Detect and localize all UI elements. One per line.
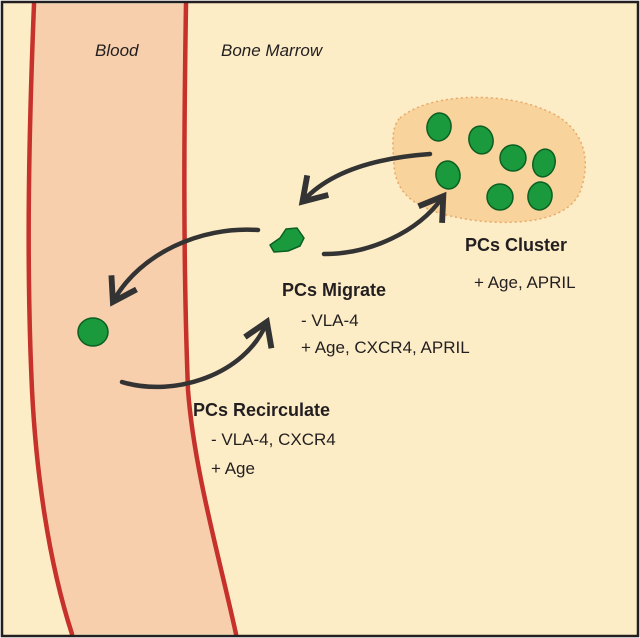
stage-factor-cluster: + Age, APRIL xyxy=(474,273,576,292)
plasma-cell xyxy=(426,112,452,142)
vessel-wall-left xyxy=(26,1,75,637)
arrow-migrate-to-cluster xyxy=(321,191,447,257)
stage-heading-migrate: PCs Migrate xyxy=(282,280,386,300)
plasma-cell xyxy=(486,183,514,211)
vessel-wall-right xyxy=(182,1,239,637)
plasma-cell xyxy=(468,125,494,155)
plasma-cell xyxy=(499,144,527,172)
plasma-cell xyxy=(532,148,556,178)
stage-factor-migrate: - VLA-4 xyxy=(301,311,359,330)
stage-factor-migrate: + Age, CXCR4, APRIL xyxy=(301,338,470,357)
stage-heading-cluster: PCs Cluster xyxy=(465,235,567,255)
migrating-plasma-cell xyxy=(269,227,305,253)
clustered-plasma-cells xyxy=(426,112,556,211)
circulating-plasma-cell xyxy=(77,317,109,347)
arrow-cluster-to-migrate xyxy=(298,151,433,206)
plasma-cell xyxy=(527,181,553,211)
region-label-blood: Blood xyxy=(95,41,139,60)
plasma-cell xyxy=(435,160,461,190)
arrow-migrate-to-blood xyxy=(108,227,261,307)
arrow-blood-to-marrow xyxy=(119,316,275,390)
region-label-bone-marrow: Bone Marrow xyxy=(221,41,324,60)
stage-factor-recirculate: - VLA-4, CXCR4 xyxy=(211,430,336,449)
stage-factor-recirculate: + Age xyxy=(211,459,255,478)
stage-heading-recirculate: PCs Recirculate xyxy=(193,400,330,420)
